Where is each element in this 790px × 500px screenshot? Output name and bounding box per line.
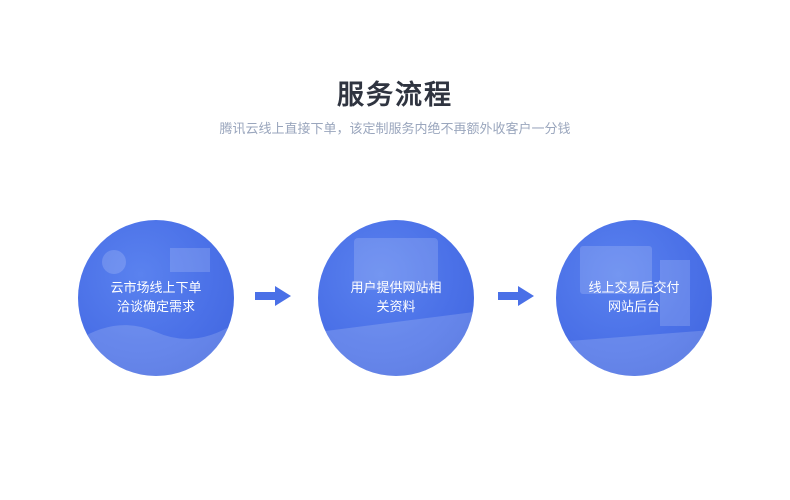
arrow-right-icon <box>255 286 291 306</box>
step-circle-materials: 用户提供网站相 关资料 <box>318 220 474 376</box>
arrow-right-icon <box>498 286 534 306</box>
step-label-materials: 用户提供网站相 关资料 <box>336 279 456 317</box>
step-label-order: 云市场线上下单 洽谈确定需求 <box>96 279 216 317</box>
step-circle-delivery: 线上交易后交付 网站后台 <box>556 220 712 376</box>
page-subtitle: 腾讯云线上直接下单，该定制服务内绝不再额外收客户一分钱 <box>0 120 790 140</box>
step-circle-order: 云市场线上下单 洽谈确定需求 <box>78 220 234 376</box>
page-title: 服务流程 <box>0 78 790 114</box>
step-label-delivery: 线上交易后交付 网站后台 <box>574 279 694 317</box>
